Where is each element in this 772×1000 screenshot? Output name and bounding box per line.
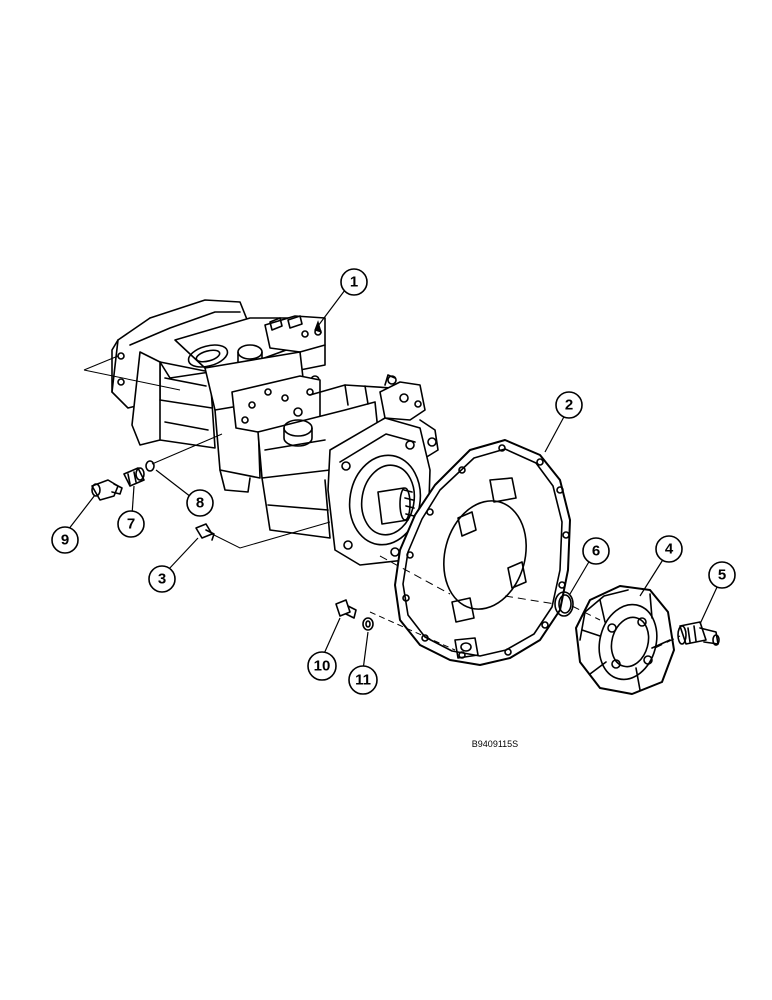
callout-8-label: 8 — [196, 495, 204, 512]
coupling — [575, 585, 675, 695]
callout-3: 3 — [148, 565, 176, 593]
fitting-9 — [91, 479, 123, 501]
plug-3 — [195, 523, 215, 541]
pin — [677, 621, 720, 646]
callout-8: 8 — [186, 489, 214, 517]
callout-6-label: 6 — [592, 543, 600, 560]
flywheel-housing — [394, 439, 571, 666]
callout-6: 6 — [582, 537, 610, 565]
callout-9-label: 9 — [61, 532, 69, 549]
callout-7-label: 7 — [127, 516, 135, 533]
callout-4-label: 4 — [665, 541, 674, 558]
callouts: 1 2 3 4 5 6 7 8 — [51, 268, 736, 695]
hydraulic-pump — [111, 299, 439, 566]
o-ring-8 — [145, 460, 155, 472]
callout-4: 4 — [655, 535, 683, 563]
callout-3-label: 3 — [158, 571, 166, 588]
callout-7: 7 — [117, 510, 145, 538]
callout-5: 5 — [708, 561, 736, 589]
callout-9: 9 — [51, 526, 79, 554]
callout-2: 2 — [555, 391, 583, 419]
callout-11-label: 11 — [355, 672, 371, 689]
callout-5-label: 5 — [718, 567, 726, 584]
leader-lines — [67, 289, 719, 671]
callout-10: 10 — [307, 651, 337, 681]
bolt-10 — [335, 599, 357, 619]
figure-id: B9409115S — [472, 739, 518, 749]
callout-1: 1 — [340, 268, 368, 296]
washer-11 — [362, 617, 374, 631]
callout-10-label: 10 — [314, 658, 331, 675]
o-ring — [554, 591, 574, 617]
callout-11: 11 — [348, 665, 378, 695]
callout-2-label: 2 — [565, 397, 573, 414]
callout-1-label: 1 — [350, 274, 358, 291]
adapter-7 — [123, 467, 145, 487]
